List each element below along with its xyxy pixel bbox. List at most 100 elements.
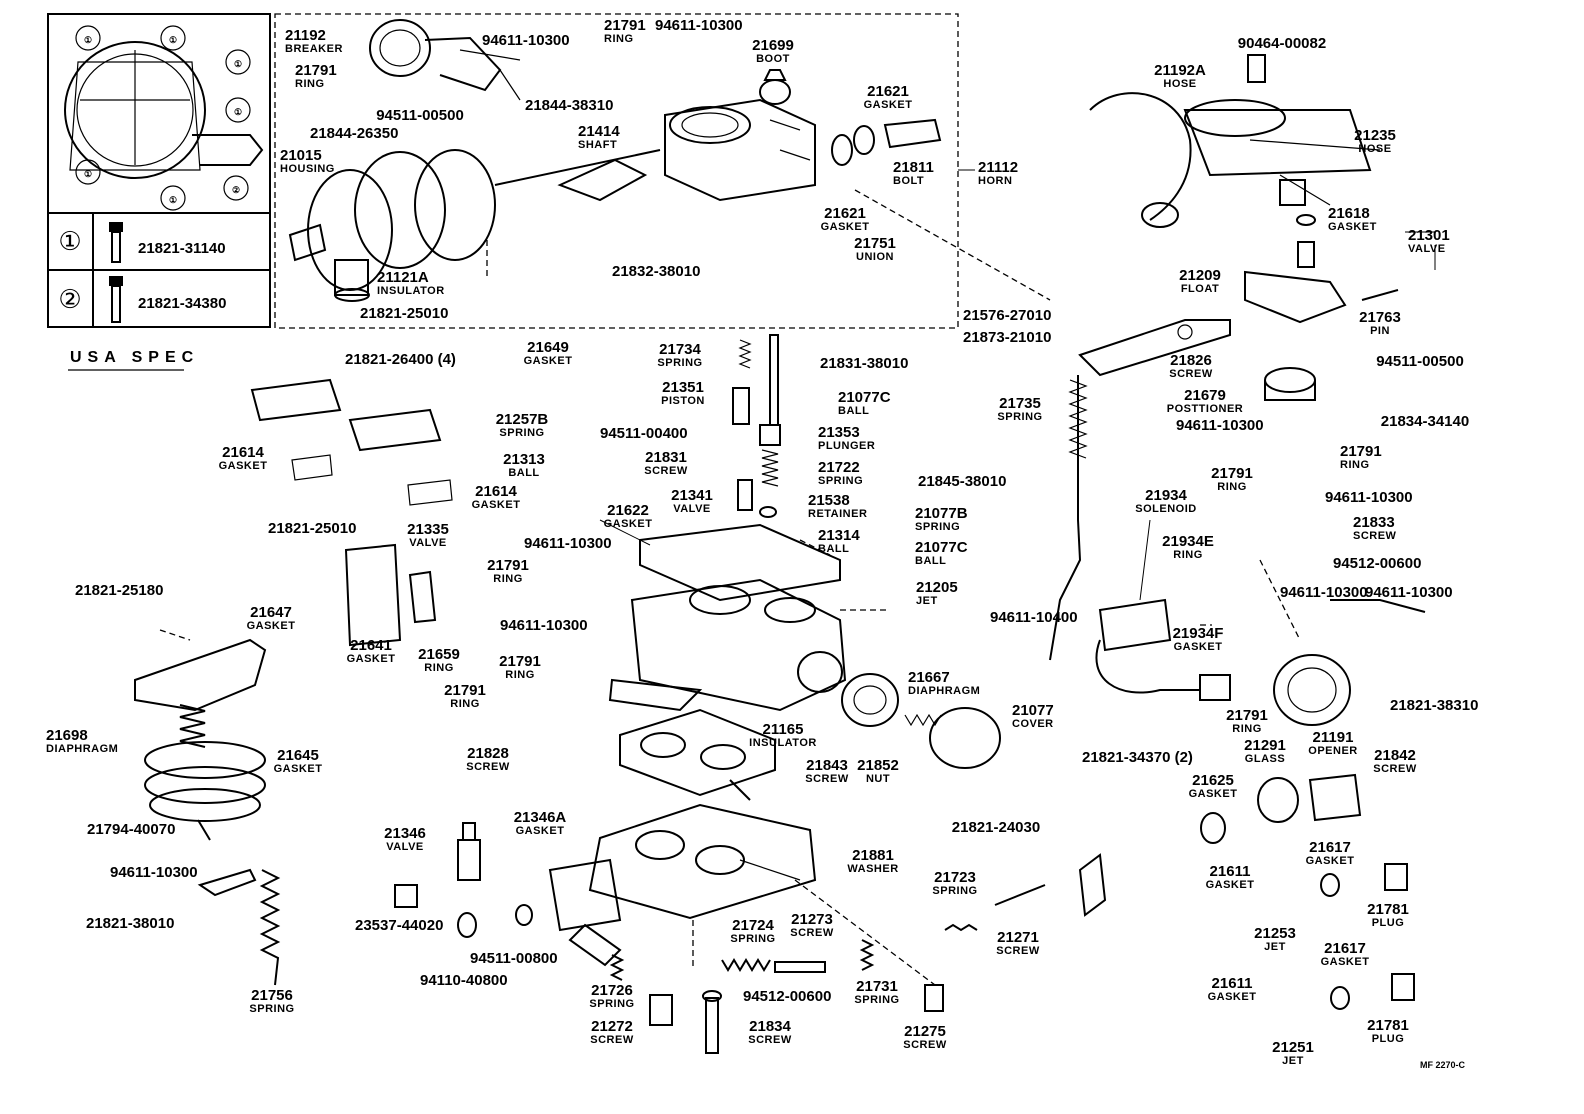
part-caption: UNION (856, 251, 894, 263)
part-number: 21821-24030 (952, 819, 1040, 836)
part-number: 21794-40070 (87, 821, 175, 838)
part-number: 21791 (444, 682, 486, 699)
part-caption: OPENER (1308, 745, 1357, 757)
part-number: 21077C (915, 539, 968, 556)
callout-94611-10300: 94611-10300 (500, 617, 588, 634)
part-number: 21724 (732, 917, 774, 934)
part-caption: PLUG (1372, 917, 1405, 929)
part-caption: SPRING (657, 357, 702, 369)
part-number: 21346 (384, 825, 426, 842)
part-number: 94512-00600 (743, 988, 831, 1005)
part-number: 21781 (1367, 1017, 1409, 1034)
part-caption: BALL (508, 467, 539, 479)
part-caption: SCREW (805, 773, 849, 785)
part-caption: GASKET (472, 499, 521, 511)
part-number: 21845-38010 (918, 473, 1006, 490)
part-number: 21077C (838, 389, 891, 406)
part-caption: GASKET (1328, 221, 1377, 233)
part-number: 94611-10300 (1280, 584, 1368, 601)
part-caption: SCREW (590, 1034, 634, 1046)
part-number: 21821-38310 (1390, 697, 1478, 714)
inset-marker-1: ① (84, 169, 92, 179)
part-caption: GASKET (1306, 855, 1355, 867)
inset-marker-1: ① (169, 35, 177, 45)
part-number: 21645 (277, 747, 319, 764)
part-caption: VALVE (386, 841, 424, 853)
part-caption: SCREW (1353, 530, 1397, 542)
part-caption: JET (1282, 1055, 1304, 1067)
part-caption: RING (604, 33, 634, 45)
part-number: 21205 (916, 579, 958, 596)
part-number: 21625 (1192, 772, 1234, 789)
part-number: 21235 (1354, 127, 1396, 144)
part-caption: GASKET (1174, 641, 1223, 653)
part-number: 21077B (915, 505, 968, 522)
part-caption: JET (1264, 941, 1286, 953)
part-number: 21791 (1226, 707, 1268, 724)
part-caption: SCREW (903, 1039, 947, 1051)
part-number: 94611-10300 (655, 17, 743, 34)
part-caption: RETAINER (808, 508, 867, 520)
part-number: 21667 (908, 669, 950, 686)
part-number: 21811 (893, 159, 934, 176)
part-caption: RING (424, 662, 454, 674)
callout-94611-10300: 94611-10300 (655, 17, 743, 34)
inset-table: ① ① ① ① ① ① ② ① ② 21821-31140 21821-3438… (47, 13, 271, 371)
part-number: 21821-26400 (4) (345, 351, 456, 368)
figure-code: MF 2270-C (1420, 1060, 1466, 1070)
part-number: 21112 (978, 159, 1018, 176)
callout-21821-34370-2-: 21821-34370 (2) (1082, 749, 1193, 766)
callout-21832-38010: 21832-38010 (612, 263, 700, 280)
part-caption: NUT (866, 773, 890, 785)
part-caption: RING (493, 573, 523, 585)
breaker-drawing (369, 19, 521, 101)
callout-21873-21010: 21873-21010 (963, 329, 1051, 346)
part-caption: RING (1173, 549, 1203, 561)
part-number: 94511-00500 (1376, 353, 1464, 370)
part-caption: BOOT (756, 53, 790, 65)
part-number: 21614 (222, 444, 264, 461)
callout-21844-26350: 21844-26350 (310, 125, 398, 142)
part-caption: SHAFT (578, 139, 617, 151)
part-number: 21341 (671, 487, 713, 504)
part-number: 21253 (1254, 925, 1296, 942)
part-caption: SPRING (730, 933, 775, 945)
callout-21845-38010: 21845-38010 (918, 473, 1006, 490)
part-number: 21834-34140 (1381, 413, 1469, 430)
air-horn-group-box (274, 13, 959, 329)
part-caption: VALVE (1408, 243, 1446, 255)
part-caption: RING (505, 669, 535, 681)
part-number: 21251 (1272, 1039, 1314, 1056)
part-caption: HOUSING (280, 163, 335, 175)
part-number: 21832-38010 (612, 263, 700, 280)
part-number: 21791 (487, 557, 529, 574)
part-caption: BREAKER (285, 43, 343, 55)
